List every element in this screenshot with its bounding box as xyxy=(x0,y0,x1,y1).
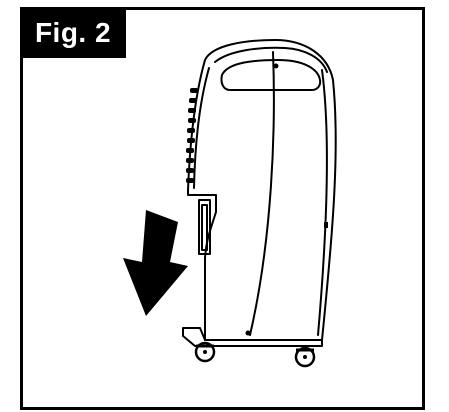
figure-label: Fig. 2 xyxy=(20,7,126,58)
front-seam xyxy=(249,51,275,336)
unit-back-inner-line xyxy=(193,67,210,189)
figure-frame xyxy=(20,7,425,410)
rear-grille xyxy=(186,88,198,183)
base-plate xyxy=(182,327,323,347)
unit-body-outline xyxy=(187,39,337,341)
side-clip xyxy=(324,222,328,228)
bottom-screw xyxy=(245,330,251,336)
water-tank-handle xyxy=(198,199,211,255)
front-panel-edge xyxy=(317,69,328,336)
handle-opening xyxy=(220,59,322,91)
water-tank-handle-inner xyxy=(201,204,208,251)
down-arrow-icon xyxy=(123,210,188,316)
top-screw xyxy=(273,63,279,69)
top-panel-ridge xyxy=(214,46,328,73)
